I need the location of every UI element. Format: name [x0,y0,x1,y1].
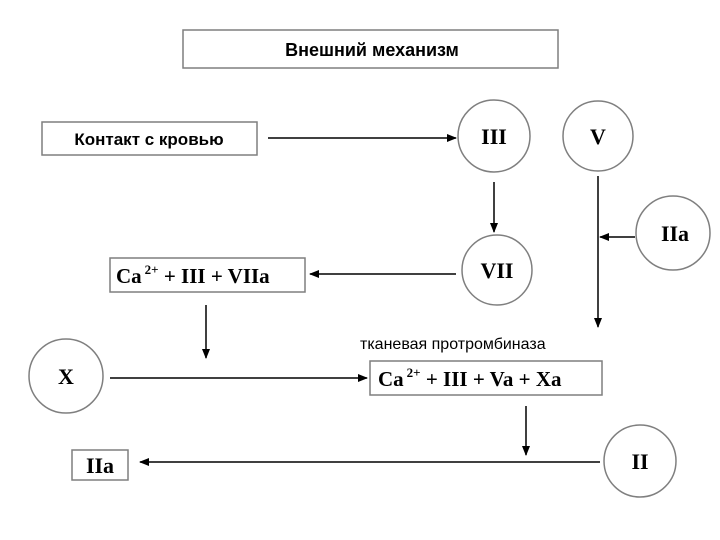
complex-1-rest: + III + VIIa [159,264,271,288]
factor-iii-circle [457,99,531,173]
factor-v-label: V [590,124,606,149]
iia-box-label: IIa [86,453,114,478]
factor-iii-label: III [481,124,507,149]
title-box [182,29,559,69]
complex-1-superscript: 2+ [145,262,159,277]
factor-ii-label: II [631,449,648,474]
contact-box [41,121,258,156]
prothrombinase-label: тканевая протромбиназа [360,336,546,353]
factor-ii-circle [603,424,677,498]
factor-x-label: X [58,364,74,389]
title-text: Внешний механизм [285,40,459,60]
complex-1-ca: Ca [116,264,142,288]
factor-vii-label: VII [480,258,513,283]
complex-2-rest: + III + Va + Xa [421,367,562,391]
factor-iia-circle [635,195,711,271]
contact-text: Контакт с кровью [74,130,223,149]
complex-1-box [109,257,306,293]
factor-v-circle [562,100,634,172]
iia-box [71,449,129,481]
complex-2-ca: Ca [378,367,404,391]
factor-x-circle [28,338,104,414]
factor-vii-circle [461,234,533,306]
complex-2-superscript: 2+ [407,365,421,380]
complex-2-box [369,360,603,396]
factor-iia-label: IIa [661,221,689,246]
